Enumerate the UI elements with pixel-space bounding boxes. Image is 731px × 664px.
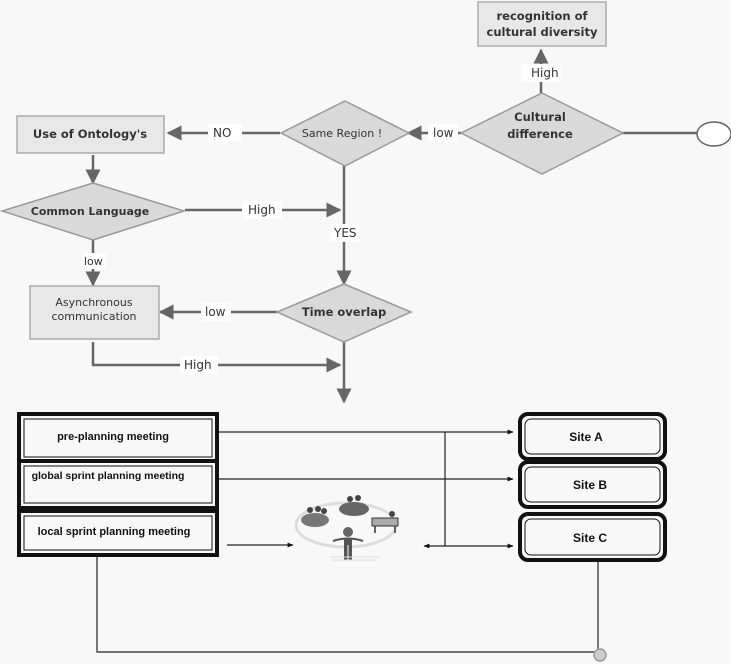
edge-label-language-high: High xyxy=(248,203,276,217)
node-same-region[interactable]: Same Region ! xyxy=(279,100,411,167)
meeting-global-sprint[interactable]: global sprint planning meeting xyxy=(17,459,219,510)
start-node[interactable] xyxy=(696,121,731,147)
edge-label-time-low: low xyxy=(205,305,226,319)
site-b[interactable]: Site B xyxy=(518,460,667,509)
site-a[interactable]: Site A xyxy=(518,412,667,461)
team-meeting-icon xyxy=(294,495,399,561)
meeting-local-sprint[interactable]: local sprint planning meeting xyxy=(17,509,219,557)
svg-text:pre-planning meeting: pre-planning meeting xyxy=(57,431,169,443)
meeting-pre-planning[interactable]: pre-planning meeting xyxy=(17,412,219,464)
node-time-overlap[interactable]: Time overlap xyxy=(275,283,413,343)
svg-text:Asynchronous: Asynchronous xyxy=(55,296,132,309)
svg-text:difference: difference xyxy=(507,127,573,141)
svg-text:Same Region !: Same Region ! xyxy=(302,127,382,140)
node-common-language[interactable]: Common Language xyxy=(0,182,187,241)
edge-label-language-low: low xyxy=(84,255,103,268)
node-cultural-difference[interactable]: Cultural difference xyxy=(459,92,625,175)
edge-label-region-yes: YES xyxy=(333,226,357,240)
svg-text:Cultural: Cultural xyxy=(514,110,566,124)
svg-text:local sprint planning meeting: local sprint planning meeting xyxy=(38,526,191,538)
svg-text:global sprint planning meeting: global sprint planning meeting xyxy=(32,470,185,482)
svg-text:Site C: Site C xyxy=(573,531,607,545)
edge-label-cultural-high: High xyxy=(531,66,559,80)
svg-text:Use of Ontology's: Use of Ontology's xyxy=(33,127,147,141)
node-ontology[interactable]: Use of Ontology's xyxy=(16,115,165,154)
site-c[interactable]: Site C xyxy=(518,512,667,562)
edge-local-loop xyxy=(96,556,598,653)
connectors xyxy=(85,48,697,404)
node-recognition[interactable]: recognition of cultural diversity xyxy=(477,1,607,47)
svg-text:cultural diversity: cultural diversity xyxy=(487,25,598,39)
end-node[interactable] xyxy=(593,648,607,662)
svg-text:Time overlap: Time overlap xyxy=(302,305,386,319)
svg-text:Site A: Site A xyxy=(569,430,603,444)
svg-text:communication: communication xyxy=(51,310,136,323)
edge-label-cultural-low: low xyxy=(433,126,454,140)
edge-label-async-high: High xyxy=(184,358,212,372)
edge-async-high xyxy=(91,342,342,373)
meeting-connectors xyxy=(96,429,599,653)
node-async-communication[interactable]: Asynchronous communication xyxy=(29,285,160,340)
svg-text:recognition of: recognition of xyxy=(497,9,589,23)
svg-text:Common Language: Common Language xyxy=(31,205,150,218)
edge-label-region-no: NO xyxy=(213,126,231,140)
svg-text:Site B: Site B xyxy=(573,478,607,492)
